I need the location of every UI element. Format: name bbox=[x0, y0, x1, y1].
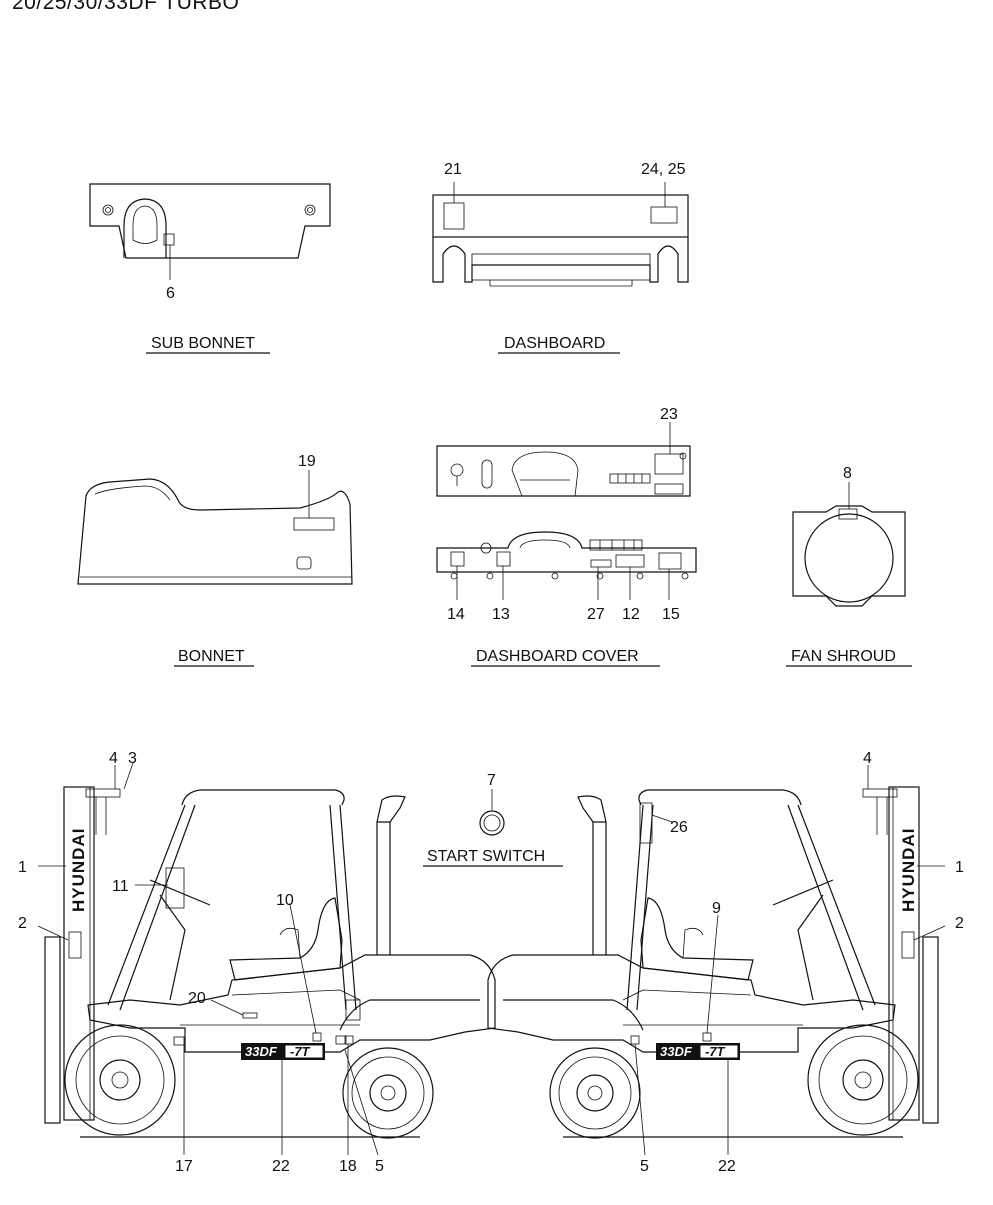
caption-sub-bonnet: SUB BONNET bbox=[151, 335, 255, 352]
callout-r-2: 2 bbox=[955, 915, 964, 932]
dashboard-panel-drawing bbox=[436, 422, 691, 497]
callout-l-5: 5 bbox=[375, 1158, 384, 1175]
sub-bonnet-drawing bbox=[89, 183, 331, 280]
caption-dashboard: DASHBOARD bbox=[504, 335, 605, 352]
dashboard-drawing bbox=[432, 182, 689, 287]
callout-r-1: 1 bbox=[955, 859, 964, 876]
callout-24-25: 24, 25 bbox=[641, 161, 686, 178]
callout-r-9: 9 bbox=[712, 900, 721, 917]
right-forklift-drawing bbox=[487, 765, 946, 1156]
callout-23: 23 bbox=[660, 406, 678, 423]
callout-13: 13 bbox=[492, 606, 510, 623]
callout-l-1: 1 bbox=[18, 859, 27, 876]
callout-l-20: 20 bbox=[188, 990, 206, 1007]
callout-21: 21 bbox=[444, 161, 462, 178]
model-badge-right-a: 33DF bbox=[660, 1044, 693, 1059]
fan-shroud-drawing bbox=[792, 482, 906, 607]
document-heading: 20/25/30/33DF TURBO bbox=[12, 0, 240, 14]
callout-12: 12 bbox=[622, 606, 640, 623]
left-forklift-drawing bbox=[37, 762, 496, 1156]
callout-l-18: 18 bbox=[339, 1158, 357, 1175]
callout-15: 15 bbox=[662, 606, 680, 623]
callout-14: 14 bbox=[447, 606, 465, 623]
callout-l-4: 4 bbox=[109, 750, 118, 767]
mast-brand-right: HYUNDAI bbox=[899, 828, 918, 912]
model-badge-right-b: -7T bbox=[705, 1044, 726, 1059]
callout-l-3: 3 bbox=[128, 750, 137, 767]
caption-bonnet: BONNET bbox=[178, 648, 245, 665]
callout-7: 7 bbox=[487, 772, 496, 789]
callout-19: 19 bbox=[298, 453, 316, 470]
callout-8: 8 bbox=[843, 465, 852, 482]
caption-dashboard-cover: DASHBOARD COVER bbox=[476, 648, 639, 665]
caption-fan-shroud: FAN SHROUD bbox=[791, 648, 896, 665]
callout-r-26: 26 bbox=[670, 819, 688, 836]
callout-l-10: 10 bbox=[276, 892, 294, 909]
callout-l-22: 22 bbox=[272, 1158, 290, 1175]
callout-l-11: 11 bbox=[112, 878, 129, 895]
callout-6: 6 bbox=[166, 285, 175, 302]
callout-r-5: 5 bbox=[640, 1158, 649, 1175]
callout-27: 27 bbox=[587, 606, 605, 623]
start-switch-drawing bbox=[479, 789, 505, 836]
caption-start-switch: START SWITCH bbox=[427, 848, 545, 865]
model-badge-left-b: -7T bbox=[290, 1044, 311, 1059]
model-badge-left-a: 33DF bbox=[245, 1044, 278, 1059]
callout-r-4: 4 bbox=[863, 750, 872, 767]
callout-l-17: 17 bbox=[175, 1158, 193, 1175]
callout-r-22: 22 bbox=[718, 1158, 736, 1175]
callout-l-2: 2 bbox=[18, 915, 27, 932]
dashboard-cover-drawing bbox=[436, 531, 697, 600]
bonnet-drawing bbox=[77, 470, 353, 585]
mast-brand-left: HYUNDAI bbox=[69, 828, 88, 912]
